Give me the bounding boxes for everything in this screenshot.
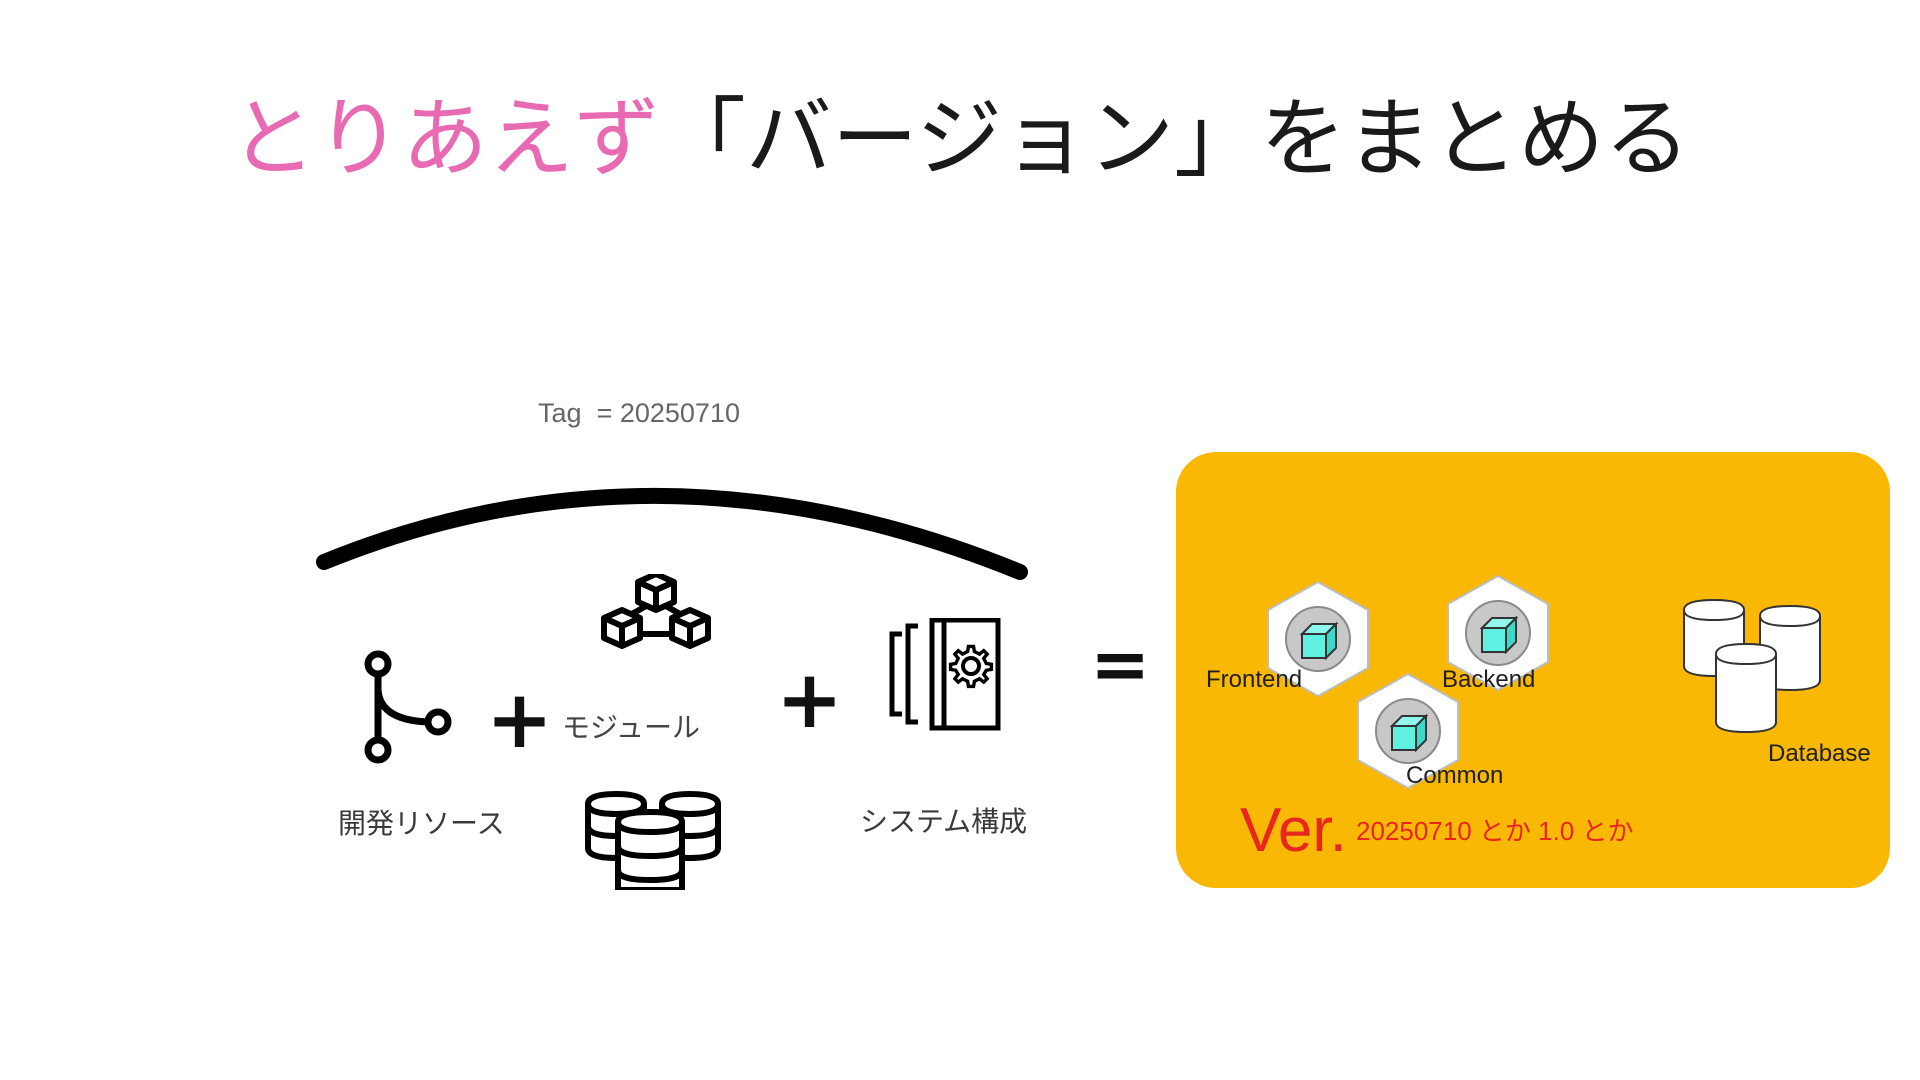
title-rest: 「バージョン」をまとめる	[659, 89, 1691, 189]
dev-resources-label: 開発リソース	[338, 807, 505, 840]
database-cylinder-icon	[1683, 598, 1821, 734]
backend-hexagon-icon	[1447, 574, 1549, 692]
database-stack-icon	[585, 790, 721, 890]
common-label: Common	[1406, 762, 1504, 789]
backend-label: Backend	[1442, 666, 1536, 693]
module-blocks-icon	[601, 574, 711, 649]
system-config-gear-icon	[889, 618, 1001, 731]
version-detail: 20250710 とか 1.0 とか	[1356, 816, 1634, 846]
slide-title: とりあえず「バージョン」をまとめる	[0, 84, 1920, 194]
frontend-label: Frontend	[1206, 666, 1303, 693]
common-hexagon-icon	[1357, 672, 1459, 790]
plus-operator-1: +	[486, 673, 554, 766]
frontend-hexagon-icon	[1267, 580, 1369, 698]
title-accent: とりあえず	[229, 89, 660, 189]
grouping-arc	[316, 488, 1028, 580]
version-prefix: Ver.	[1240, 796, 1347, 865]
plus-operator-2: +	[776, 653, 844, 746]
tag-value: = 20250710	[596, 398, 740, 428]
git-branch-icon	[364, 650, 452, 764]
tag-key: Tag	[538, 398, 582, 428]
module-label: モジュール	[562, 711, 701, 744]
system-config-label: システム構成	[860, 805, 1028, 838]
database-label: Database	[1768, 740, 1871, 767]
tag-label: Tag = 20250710	[538, 398, 740, 429]
equals-operator: =	[1090, 622, 1151, 706]
